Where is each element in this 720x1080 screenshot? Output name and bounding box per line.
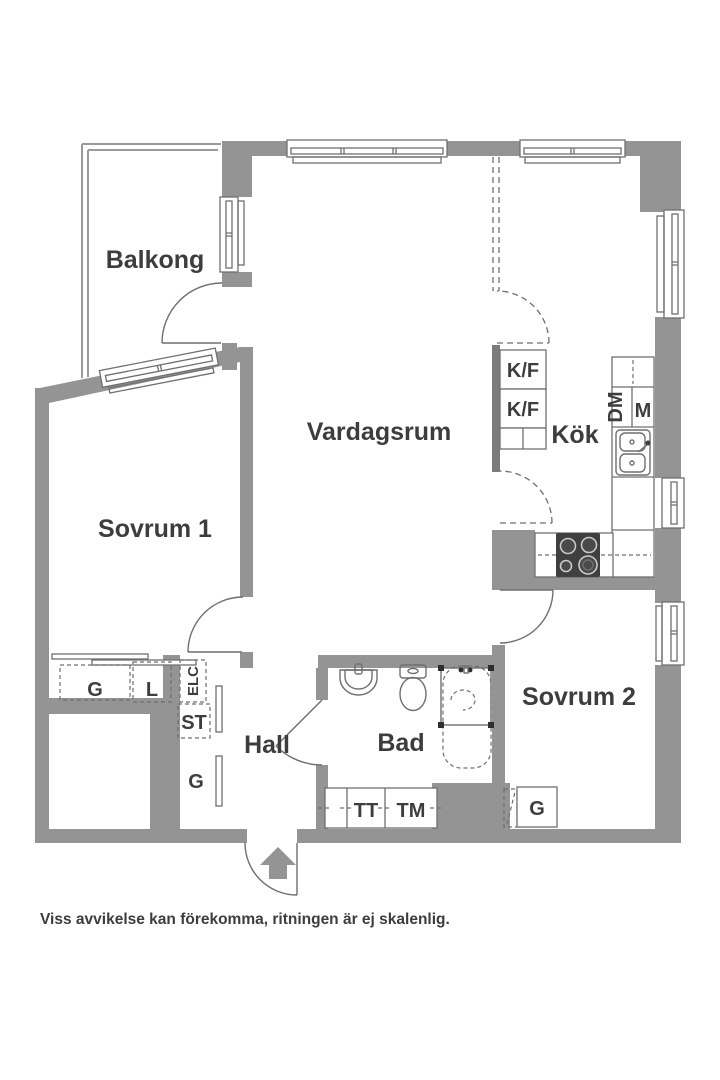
fridge-freezer-cabinets (499, 349, 547, 450)
doors (161, 282, 554, 896)
room-label-hall: Hall (244, 731, 290, 759)
bathroom-door-swing (275, 699, 323, 766)
window-bedroom1-slanted (98, 347, 220, 394)
bathtub-icon (438, 665, 494, 769)
washbasin-icon (339, 663, 378, 696)
label-cleaning-closet: ST (181, 712, 207, 734)
label-linen: L (146, 679, 158, 701)
label-electrical-cabinet: ELC (185, 666, 202, 696)
window-kitchen-top (519, 139, 626, 164)
label-dishwasher: DM (605, 391, 627, 422)
sliding-door (51, 653, 149, 660)
bedroom1-door-swing (187, 596, 244, 653)
label-fridge-freezer-1: K/F (507, 360, 539, 382)
sliding-door (215, 685, 223, 733)
entrance-door-swing (244, 842, 298, 896)
bedroom2-door-swing (499, 589, 554, 644)
room-label-bathroom: Bad (377, 729, 424, 757)
label-wardrobe-bedroom2: G (529, 798, 545, 820)
entrance-arrow-icon (260, 847, 296, 879)
window-living-room-top (286, 139, 448, 164)
room-label-balcony: Balkong (106, 246, 205, 274)
room-label-kitchen: Kök (551, 421, 598, 449)
room-label-bedroom2: Sovrum 2 (522, 683, 636, 711)
st-box (177, 703, 211, 739)
window-kitchen-right-small (661, 477, 685, 529)
kitchen-counter-right (611, 356, 655, 578)
label-washer: TM (397, 800, 426, 822)
label-fridge-freezer-2: K/F (507, 399, 539, 421)
toilet-icon (399, 664, 427, 712)
labels: Balkong Vardagsrum Kök Sovrum 1 Sovrum 2… (87, 246, 651, 822)
wardrobe-g-bedroom2-box (503, 786, 558, 828)
stove-icon (556, 533, 600, 577)
label-wardrobe-bedroom1: G (87, 679, 103, 701)
balcony-door-swing (161, 282, 223, 344)
windows (98, 139, 685, 666)
window-bedroom2-right (655, 601, 685, 666)
room-label-bedroom1: Sovrum 1 (98, 515, 212, 543)
storage (51, 653, 558, 829)
label-microwave: M (635, 400, 652, 422)
window-balcony-door (219, 196, 245, 273)
laundry-counter (318, 787, 444, 829)
disclaimer-text: Viss avvikelse kan förekomma, ritningen … (40, 911, 450, 928)
balcony-outline (81, 143, 221, 378)
kitchen-fittings (499, 349, 655, 578)
kitchen-sink-icon (615, 429, 651, 476)
wardrobe-g-bedroom1-box (59, 664, 131, 701)
label-wardrobe-hall: G (188, 771, 204, 793)
sliding-door (215, 755, 223, 807)
elc-box (179, 659, 207, 703)
linen-l-box (132, 661, 172, 703)
door-openings (221, 287, 506, 844)
kitchen-partition-dashed (492, 157, 553, 524)
label-dryer: TT (354, 800, 378, 822)
room-label-living-room: Vardagsrum (307, 418, 452, 446)
bathroom-fixtures (339, 663, 494, 769)
window-kitchen-right (656, 209, 685, 319)
